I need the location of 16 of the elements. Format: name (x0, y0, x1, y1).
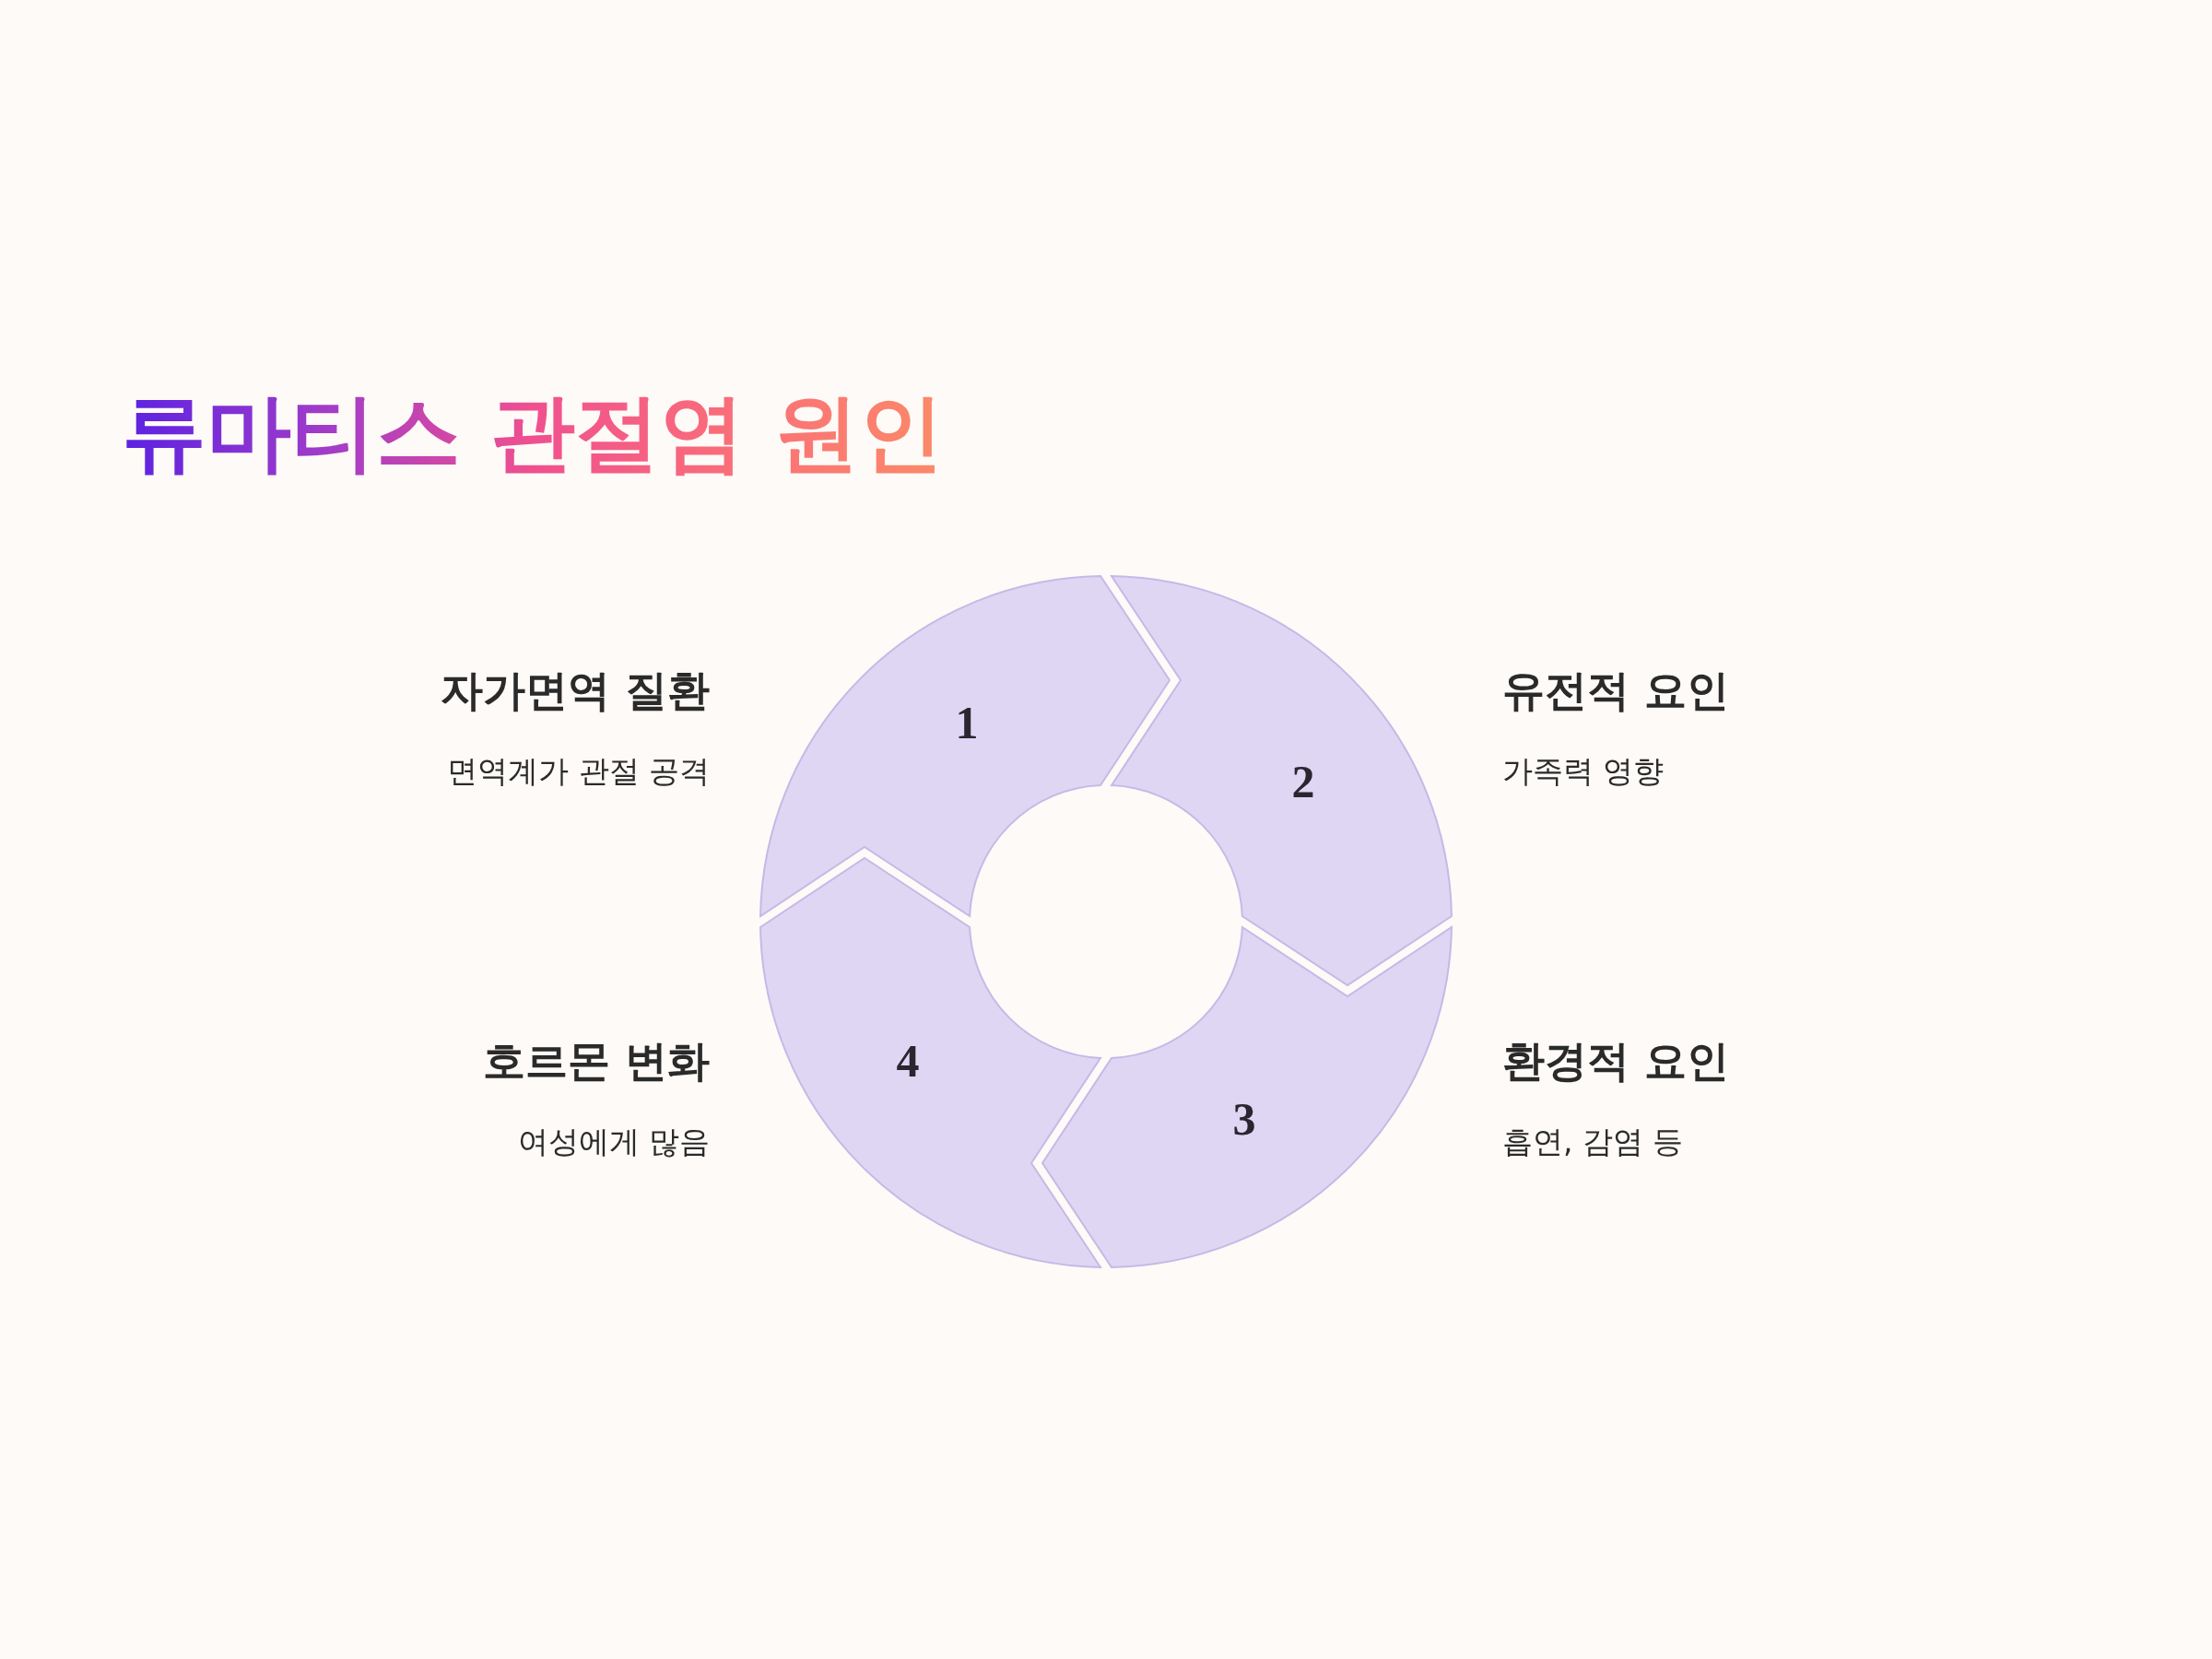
factor-heading: 호르몬 변화 (483, 1036, 710, 1088)
ring-segment (759, 575, 1171, 917)
factor-description: 여성에게 많음 (517, 1124, 710, 1160)
ring-segment (759, 857, 1101, 1268)
factor-description: 가족력 영향 (1502, 753, 1665, 790)
step-number: 2 (1291, 759, 1315, 805)
factor-heading: 유전적 요인 (1502, 665, 1729, 717)
factor-heading: 환경적 요인 (1502, 1036, 1729, 1088)
factor-description: 흡연, 감염 등 (1502, 1124, 1684, 1160)
factor-description: 면역계가 관절 공격 (447, 753, 710, 790)
step-number: 3 (1232, 1096, 1256, 1142)
step-number: 1 (955, 700, 979, 746)
ring-segment (1041, 926, 1453, 1268)
ring-segment (1111, 575, 1453, 986)
step-number: 4 (896, 1038, 920, 1084)
factor-heading: 자가면역 질환 (441, 665, 710, 717)
